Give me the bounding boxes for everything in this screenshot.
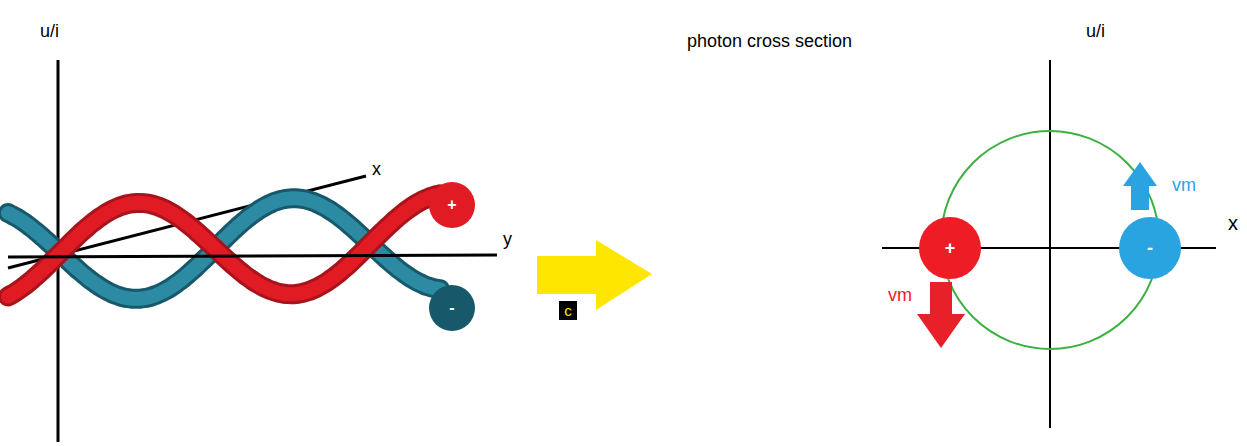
axis-label: x <box>1228 212 1238 234</box>
y-axis <box>8 255 497 257</box>
axis-label: y <box>503 230 512 250</box>
node-text: + <box>447 197 456 213</box>
speed-label-box: c <box>559 301 577 320</box>
section-title: photon cross section <box>687 32 852 52</box>
node-text: c <box>564 303 572 318</box>
double-helix <box>8 194 440 298</box>
vertical-axis <box>1049 60 1051 428</box>
velocity-label: vm <box>1172 176 1196 196</box>
helix-strand <box>8 194 440 296</box>
velocity-label: vm <box>888 286 912 306</box>
helix-strand <box>8 194 440 296</box>
velocity-arrow <box>1123 162 1157 210</box>
propagation-arrow <box>537 240 652 310</box>
axis-label: x <box>372 160 381 180</box>
charge-ball: + <box>429 182 475 228</box>
node-text: - <box>1147 239 1153 257</box>
axis-label: u/i <box>40 22 59 42</box>
axis-label: u/i <box>1086 22 1105 42</box>
velocity-arrow <box>917 282 965 348</box>
charge-ball: + <box>919 217 981 279</box>
node-text: - <box>449 300 454 316</box>
charge-ball: - <box>429 285 475 331</box>
node-text: + <box>945 239 956 257</box>
charge-ball: - <box>1119 217 1181 279</box>
